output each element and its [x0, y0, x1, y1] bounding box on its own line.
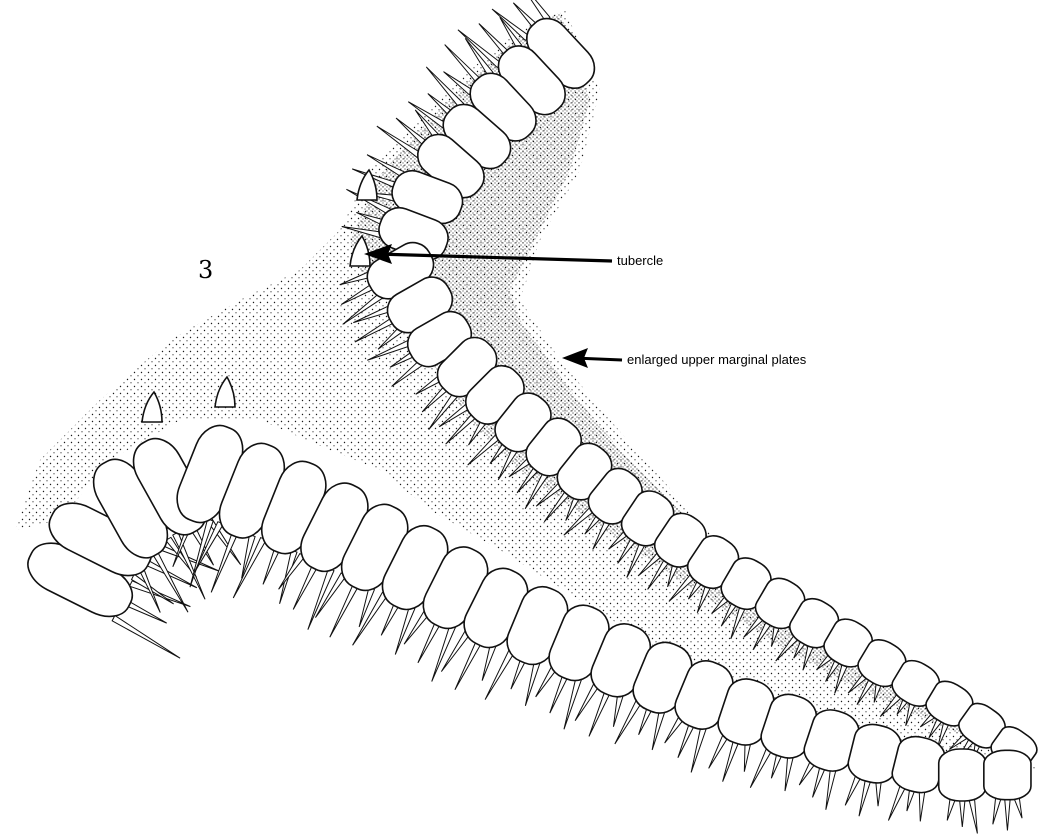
- spine: [564, 677, 582, 730]
- plates-label: enlarged upper marginal plates: [627, 352, 807, 367]
- spine: [919, 789, 925, 822]
- spine: [1004, 796, 1010, 831]
- tubercle-label: tubercle: [617, 253, 663, 268]
- figure-number: 3: [198, 256, 213, 284]
- spine: [750, 747, 772, 788]
- marginal-plate: [984, 750, 1031, 799]
- spine: [888, 784, 906, 820]
- spine: [652, 709, 665, 750]
- spine: [525, 661, 540, 706]
- spine: [482, 644, 496, 681]
- spine: [395, 606, 415, 655]
- spine: [613, 693, 623, 727]
- spine: [785, 754, 794, 791]
- spine: [112, 615, 180, 658]
- spine: [993, 796, 1002, 824]
- spine: [691, 725, 707, 772]
- plates-annotation: enlarged upper marginal plates: [562, 348, 807, 368]
- spine: [968, 797, 977, 833]
- spine: [826, 767, 836, 810]
- marginal-plate: [939, 749, 986, 801]
